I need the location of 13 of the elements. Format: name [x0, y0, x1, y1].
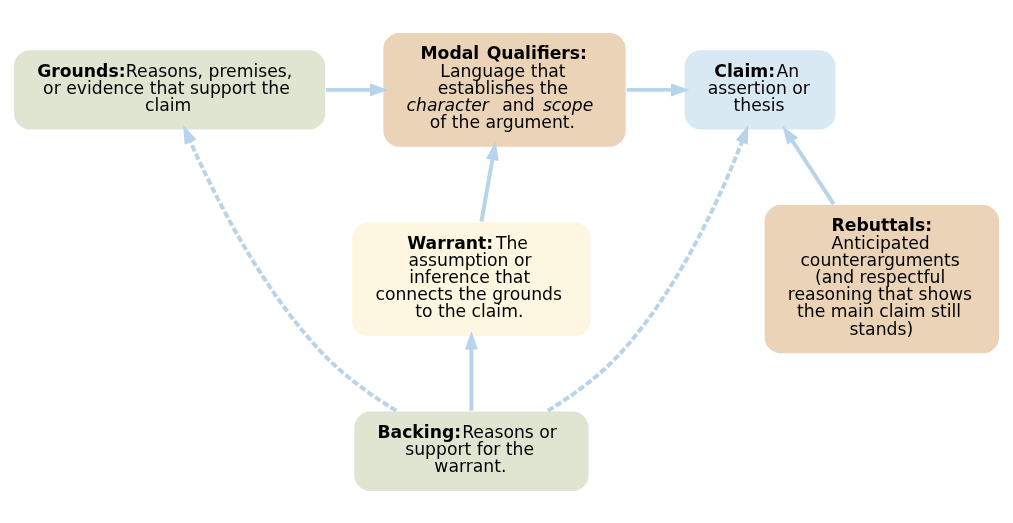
arrow — [479, 141, 499, 222]
node-box: Claim:An assertion or thesis — [683, 48, 837, 131]
arrow — [782, 125, 836, 205]
node-box: Modal Qualifiers: Language that establishes the character and scope of the argument. — [382, 31, 627, 148]
node-box: Warrant: The assumption or inference that connects the grounds to the claim. — [350, 220, 592, 337]
arrow — [464, 330, 478, 411]
arrow — [325, 82, 389, 96]
arrow — [183, 124, 398, 412]
node-box: Grounds:Reasons, premises, or evidence that support the claim — [12, 48, 327, 131]
arrow — [546, 124, 749, 412]
node-box: Backing:Reasons or support for the warrant. — [352, 409, 590, 492]
node-box: Rebuttals: Anticipated counterarguments (and respectful reasoning that shows the main claim still stands) — [763, 203, 1001, 355]
arrow — [626, 82, 690, 96]
